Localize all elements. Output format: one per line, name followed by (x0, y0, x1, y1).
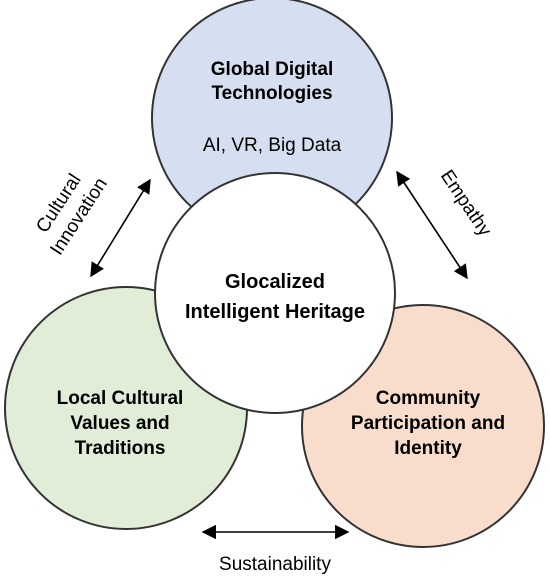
sustainability-label: Sustainability (219, 554, 331, 575)
right-title-line3: Identity (394, 438, 462, 459)
empathy-arrow (396, 170, 468, 280)
top-title-line2: Technologies (211, 83, 332, 104)
left-title-line1: Local Cultural (57, 388, 184, 409)
left-title-line2: Values and (70, 413, 169, 434)
right-title-line2: Participation and (351, 413, 505, 434)
empathy-label: Empathy (436, 166, 496, 240)
center-circle (154, 172, 396, 414)
cultural-innovation-arrow (90, 178, 151, 278)
left-title-line3: Traditions (75, 438, 166, 459)
top-title-line1: Global Digital (211, 59, 333, 80)
right-title-line1: Community (376, 388, 481, 409)
center-title-line2: Intelligent Heritage (185, 301, 365, 323)
top-subtitle: AI, VR, Big Data (203, 135, 342, 156)
center-title-line1: Glocalized (225, 271, 325, 293)
